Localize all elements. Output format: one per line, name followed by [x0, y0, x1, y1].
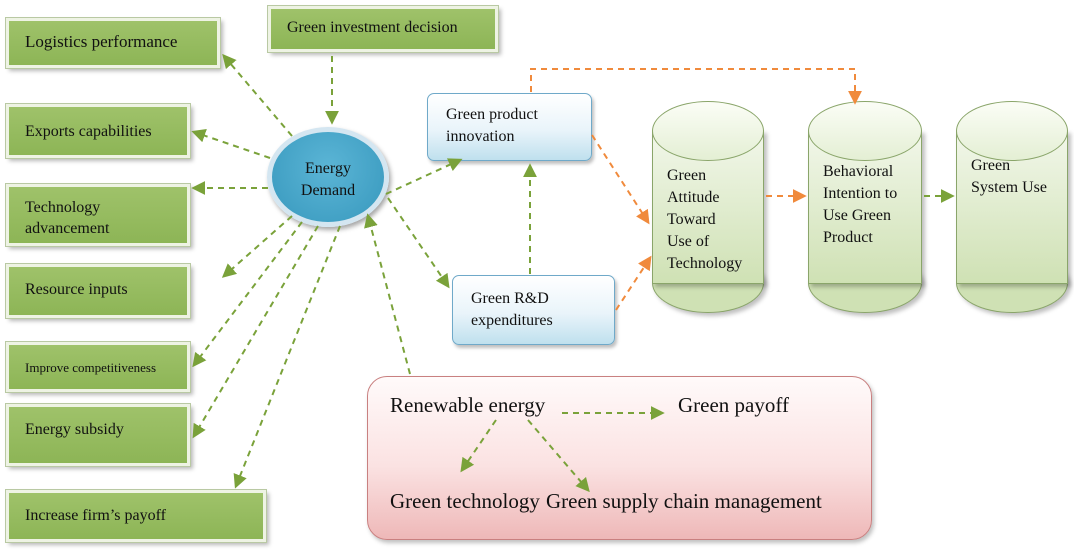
- arrow-to-subsidy: [192, 225, 319, 439]
- arrow-renewable-to-energy: [364, 213, 411, 375]
- green-system-use-label: Green System Use: [971, 157, 1047, 196]
- energy-demand-label: Energy Demand: [300, 160, 356, 199]
- energy-subsidy-box: Energy subsidy: [5, 403, 191, 467]
- renewable-energy-label: Renewable energy: [390, 393, 546, 417]
- green-attitude-label: Green Attitude Toward Use of Technology: [667, 167, 743, 272]
- improve-competitiveness-box: Improve competitiveness: [5, 341, 191, 393]
- behavioral-intention-label: Behavioral Intention to Use Green Produc…: [823, 163, 898, 246]
- green-investment-decision-box: Green investment decision: [267, 5, 499, 53]
- arrow-to-competitiveness: [192, 221, 303, 368]
- exports-capabilities-label: Exports capabilities: [25, 123, 152, 140]
- increase-firms-payoff-box: Increase firm’s payoff: [5, 489, 267, 543]
- exports-capabilities-box: Exports capabilities: [5, 103, 191, 159]
- arrow-energy-to-innovation: [385, 158, 463, 195]
- resource-inputs-label: Resource inputs: [25, 281, 128, 298]
- behavioral-intention-cylinder: Behavioral Intention to Use Green Produc…: [807, 101, 922, 313]
- increase-firms-payoff-label: Increase firm’s payoff: [25, 507, 166, 524]
- arrow-rd-to-attitude: [615, 255, 652, 311]
- green-attitude-cylinder: Green Attitude Toward Use of Technology: [651, 101, 764, 313]
- green-rd-expenditures-box: Green R&D expenditures: [452, 275, 615, 345]
- green-technology-label: Green technology: [390, 489, 540, 513]
- logistics-performance-label: Logistics performance: [25, 32, 178, 51]
- arrow-energy-to-rd: [387, 197, 450, 289]
- arrow-to-payoff: [233, 225, 341, 489]
- green-investment-decision-label: Green investment decision: [287, 19, 458, 36]
- technology-advancement-box: Technology advancement: [5, 183, 191, 247]
- green-rd-expenditures-label: Green R&D expenditures: [471, 290, 553, 329]
- energy-demand-node: Energy Demand: [267, 127, 389, 227]
- green-system-use-cylinder: Green System Use: [955, 101, 1068, 313]
- green-supply-chain-label: Green supply chain management: [546, 489, 822, 513]
- green-payoff-label: Green payoff: [678, 393, 789, 417]
- renewable-energy-panel: Renewable energy Green payoff Green tech…: [367, 376, 872, 540]
- resource-inputs-box: Resource inputs: [5, 263, 191, 319]
- green-product-innovation-box: Green product innovation: [427, 93, 592, 161]
- arrow-to-logistics: [222, 53, 293, 137]
- arrow-to-exports: [191, 129, 271, 159]
- logistics-performance-box: Logistics performance: [5, 17, 221, 69]
- green-product-innovation-label: Green product innovation: [446, 106, 538, 145]
- arrow-innovation-to-attitude: [591, 134, 650, 225]
- technology-advancement-label: Technology advancement: [25, 199, 110, 237]
- energy-subsidy-label: Energy subsidy: [25, 421, 124, 438]
- improve-competitiveness-label: Improve competitiveness: [25, 360, 157, 375]
- arrow-to-resource: [221, 215, 293, 278]
